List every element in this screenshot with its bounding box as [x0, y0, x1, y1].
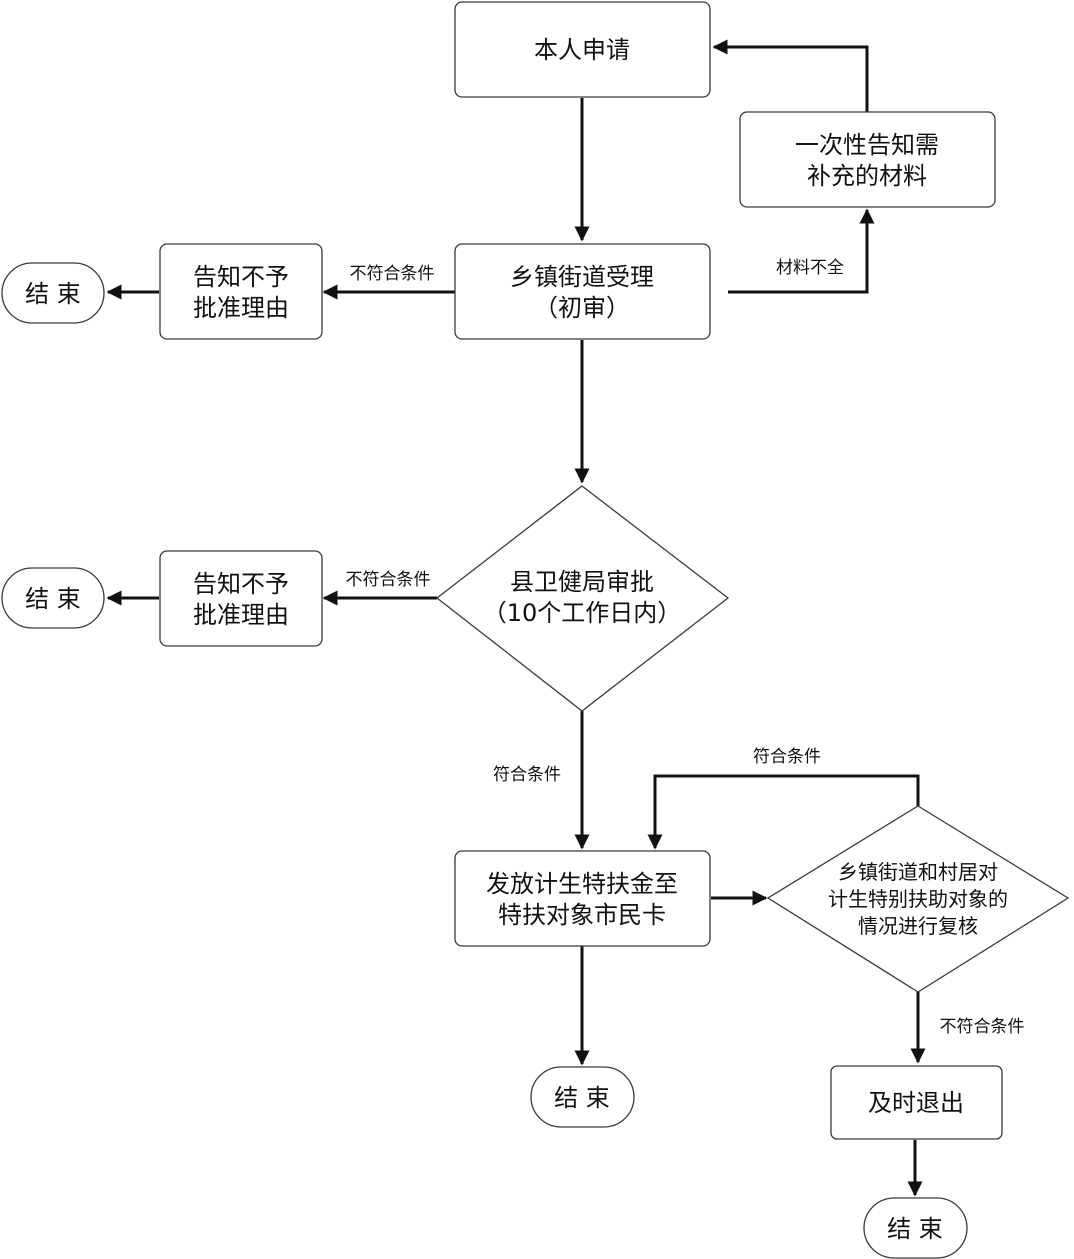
edge-label-qualified-1: 符合条件 [493, 765, 561, 785]
node-notify-reject-2-line-1: 告知不予 [193, 570, 289, 598]
node-exit-label: 及时退出 [868, 1089, 964, 1117]
node-end-4: 结 束 [863, 1197, 968, 1259]
node-notify-reject-1-line-1: 告知不予 [193, 263, 289, 291]
node-county-approve-line-2: （10个工作日内） [483, 599, 682, 627]
node-supplement-line-1: 一次性告知需 [795, 131, 939, 159]
edge-label-not-qualified-1: 不符合条件 [350, 264, 435, 284]
node-review-line-3: 情况进行复核 [858, 914, 978, 938]
node-town-accept-line-2: （初审） [534, 294, 630, 322]
edge-review-to-issue [647, 774, 920, 850]
node-end-2-label: 结 束 [25, 585, 81, 613]
edge-supplement-to-apply [712, 39, 869, 112]
node-end-2: 结 束 [1, 567, 105, 629]
node-notify-reject-2: 告知不予 批准理由 [159, 550, 323, 647]
node-county-approve-line-1: 县卫健局审批 [510, 568, 654, 596]
node-end-3-label: 结 束 [554, 1084, 610, 1112]
node-apply-label: 本人申请 [534, 36, 630, 64]
node-apply: 本人申请 [454, 1, 711, 98]
node-issue-funds: 发放计生特扶金至 特扶对象市民卡 [454, 850, 711, 947]
node-county-approve: 县卫健局审批 （10个工作日内） [435, 485, 730, 712]
node-issue-funds-line-1: 发放计生特扶金至 [486, 870, 678, 898]
node-exit: 及时退出 [830, 1065, 1003, 1140]
node-supplement: 一次性告知需 补充的材料 [739, 111, 996, 208]
node-supplement-line-2: 补充的材料 [807, 162, 927, 190]
edge-accept-to-supplement [728, 208, 875, 294]
edge-label-not-qualified-2: 不符合条件 [346, 570, 431, 590]
node-town-accept: 乡镇街道受理 （初审） [454, 243, 711, 340]
node-notify-reject-2-line-2: 批准理由 [193, 601, 289, 629]
node-notify-reject-1: 告知不予 批准理由 [159, 243, 323, 340]
edge-label-qualified-2: 符合条件 [753, 747, 821, 767]
node-end-3: 结 束 [530, 1066, 635, 1128]
node-review-line-1: 乡镇街道和村居对 [838, 860, 998, 884]
edge-label-not-qualified-3: 不符合条件 [940, 1017, 1025, 1037]
node-review-line-2: 计生特别扶助对象的 [828, 887, 1008, 911]
node-notify-reject-1-line-2: 批准理由 [193, 294, 289, 322]
node-end-4-label: 结 束 [887, 1215, 943, 1243]
edge-label-incomplete: 材料不全 [776, 258, 844, 278]
node-town-accept-line-1: 乡镇街道受理 [510, 263, 654, 291]
node-issue-funds-line-2: 特扶对象市民卡 [498, 901, 666, 929]
node-end-1-label: 结 束 [25, 280, 81, 308]
node-end-1: 结 束 [1, 262, 105, 324]
node-review: 乡镇街道和村居对 计生特别扶助对象的 情况进行复核 [766, 805, 1070, 993]
